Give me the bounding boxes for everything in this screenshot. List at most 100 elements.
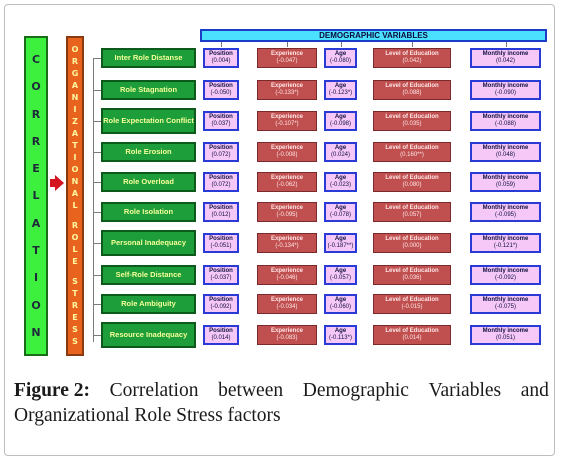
cell-value: (-0.123*)	[328, 90, 353, 96]
correlation-letter: A	[31, 216, 41, 230]
cell-experience: Experience(-0.083)	[257, 325, 317, 345]
cell-experience: Experience(-0.133*)	[257, 80, 317, 100]
cell-variable: Level of Education	[385, 175, 439, 182]
cell-value: (0.036)	[402, 275, 422, 281]
factor-box: Inter Role Distanse	[101, 48, 196, 68]
factor-box: Role Ambiguity	[101, 294, 196, 314]
factor-tick	[93, 243, 101, 244]
cell-variable: Level of Education	[385, 236, 439, 243]
cell-position: Position(0.014)	[203, 325, 239, 345]
cell-variable: Monthly income	[482, 175, 529, 182]
cell-variable: Age	[334, 205, 347, 212]
demographic-header: DEMOGRAPHIC VARIABLES	[200, 29, 547, 42]
ors-letter: E	[72, 313, 78, 322]
factor-tick	[93, 58, 101, 59]
ors-letter: T	[72, 289, 78, 298]
cell-variable: Age	[334, 175, 347, 182]
cell-variable: Experience	[270, 114, 304, 121]
factor-box: Role Stagnation	[101, 80, 196, 100]
cell-value: (0.072)	[211, 182, 231, 188]
cell-value: (0.037)	[211, 121, 231, 127]
cell-variable: Monthly income	[482, 114, 529, 121]
ors-letter: S	[72, 277, 78, 286]
cell-value: (-0.107*)	[275, 121, 299, 127]
cell-value: (-0.092)	[494, 275, 516, 281]
cell-value: (-0.078)	[329, 212, 351, 218]
cell-position: Position(0.004)	[203, 48, 239, 68]
cell-value: (-0.051)	[210, 243, 232, 249]
cell-variable: Position	[209, 51, 233, 58]
correlation-letter: L	[32, 189, 40, 203]
cell-variable: Monthly income	[482, 145, 529, 152]
cell-value: (-0.121*)	[493, 243, 518, 249]
cell-value: (-0.023)	[329, 182, 351, 188]
factor-tick	[93, 275, 101, 276]
cell-value: (-0.088)	[494, 121, 516, 127]
cell-value: (-0.037)	[210, 275, 232, 281]
cell-education: Level of Education(0.160**)	[373, 142, 451, 162]
cell-variable: Level of Education	[385, 83, 439, 90]
cell-variable: Level of Education	[385, 51, 439, 58]
cell-variable: Experience	[270, 83, 304, 90]
cell-variable: Position	[209, 268, 233, 275]
cell-education: Level of Education(0.014)	[373, 325, 451, 345]
cell-value: (-0.133*)	[275, 90, 299, 96]
ors-letter: A	[71, 81, 79, 90]
cell-position: Position(0.072)	[203, 172, 239, 192]
caption-label: Figure 2:	[14, 380, 91, 401]
cell-experience: Experience(-0.095)	[257, 202, 317, 222]
cell-position: Position(-0.092)	[203, 294, 239, 314]
cell-variable: Age	[334, 114, 347, 121]
ors-letter: L	[72, 245, 78, 254]
cell-value: (-0.047)	[276, 58, 298, 64]
cell-age: Age(-0.057)	[324, 265, 357, 285]
cell-variable: Age	[334, 268, 347, 275]
cell-variable: Experience	[270, 145, 304, 152]
cell-value: (-0.083)	[276, 335, 298, 341]
cell-variable: Monthly income	[482, 83, 529, 90]
cell-variable: Position	[209, 236, 233, 243]
cell-value: (0.072)	[211, 152, 231, 158]
cell-education: Level of Education(0.036)	[373, 265, 451, 285]
ors-letter: A	[71, 189, 79, 198]
correlation-letter: E	[32, 162, 40, 176]
cell-age: Age(-0.123*)	[324, 80, 357, 100]
cell-variable: Experience	[270, 297, 304, 304]
cell-value: (0.059)	[495, 182, 515, 188]
cell-variable: Monthly income	[482, 205, 529, 212]
cell-value: (0.035)	[402, 121, 422, 127]
cell-variable: Experience	[270, 236, 304, 243]
cell-value: (-0.134*)	[275, 243, 299, 249]
cell-value: (-0.095)	[276, 212, 298, 218]
cell-variable: Monthly income	[482, 51, 529, 58]
cell-value: (0.000)	[402, 243, 422, 249]
ors-letter: N	[71, 93, 79, 102]
ors-letter: O	[71, 165, 79, 174]
ors-letter: N	[71, 177, 79, 186]
ors-letter: T	[72, 141, 78, 150]
cell-value: (-0.046)	[276, 275, 298, 281]
cell-income: Monthly income(0.048)	[470, 142, 541, 162]
cell-value: (0.042)	[402, 58, 422, 64]
ors-letter: A	[71, 129, 79, 138]
cell-variable: Position	[209, 114, 233, 121]
factor-box: Personal Inadequacy	[101, 230, 196, 256]
cell-variable: Age	[334, 297, 347, 304]
cell-variable: Age	[334, 236, 347, 243]
caption-word: and	[520, 380, 549, 401]
cell-age: Age(-0.060)	[324, 294, 357, 314]
cell-variable: Experience	[270, 328, 304, 335]
cell-value: (-0.098)	[329, 121, 351, 127]
ors-letter: E	[72, 257, 78, 266]
ors-letter: I	[73, 153, 77, 162]
cell-value: (0.024)	[330, 152, 350, 158]
factor-connector	[93, 58, 94, 342]
cell-value: (0.014)	[402, 335, 422, 341]
cell-age: Age(-0.113*)	[324, 325, 357, 345]
cell-value: (-0.095)	[494, 212, 516, 218]
factor-box: Role Isolation	[101, 202, 196, 222]
cell-position: Position(-0.051)	[203, 233, 239, 253]
factor-tick	[93, 152, 101, 153]
